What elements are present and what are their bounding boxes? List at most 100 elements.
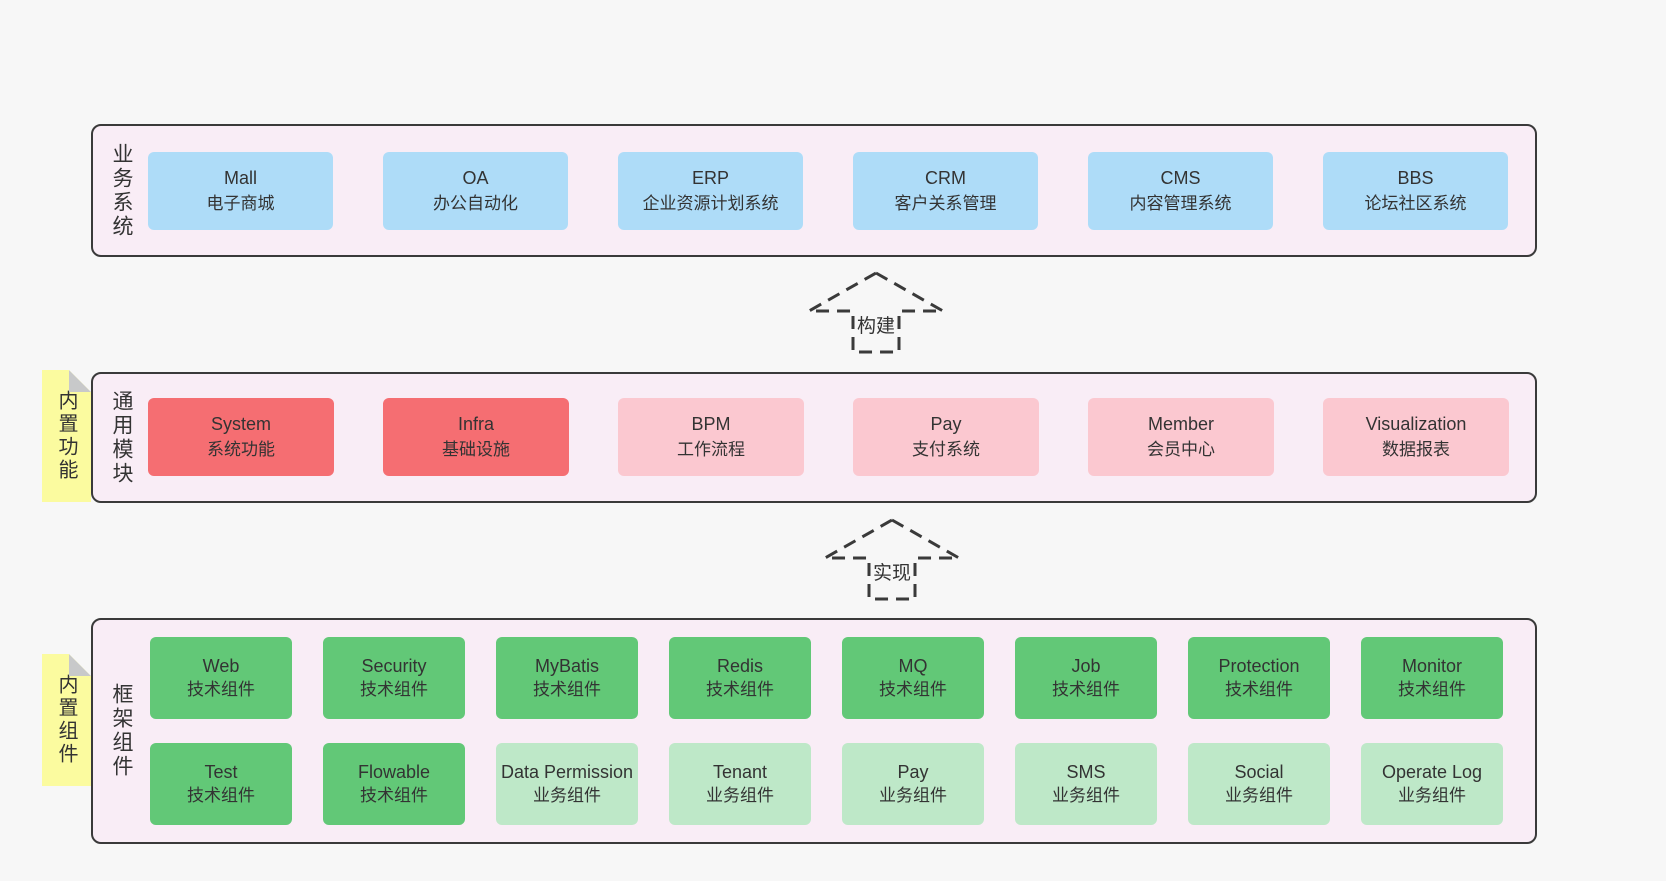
- box-name-en: ERP: [691, 168, 729, 188]
- box-name-en: Pay: [930, 414, 962, 434]
- box-name-zh: 业务组件: [1052, 786, 1120, 805]
- box-row: System 系统功能 Infra 基础设施 BPM 工作流程 Pay 支付系统…: [148, 398, 1509, 476]
- box-name-zh: 办公自动化: [433, 194, 518, 213]
- box-name-zh: 技术组件: [360, 680, 428, 699]
- box-name-en: BBS: [1397, 168, 1434, 188]
- box-job: Job 技术组件: [1015, 637, 1157, 719]
- box-name-en: CRM: [925, 168, 966, 188]
- sticky-tab-built-in-components: 内置组件: [42, 654, 91, 786]
- box-system: System 系统功能: [148, 398, 334, 476]
- box-name-en: Visualization: [1365, 414, 1467, 434]
- box-name-zh: 技术组件: [360, 786, 428, 805]
- box-pay-component: Pay 业务组件: [842, 743, 984, 825]
- box-security: Security 技术组件: [323, 637, 465, 719]
- box-monitor: Monitor 技术组件: [1361, 637, 1503, 719]
- box-name-zh: 技术组件: [187, 786, 255, 805]
- box-name-zh: 工作流程: [677, 440, 745, 459]
- box-name-zh: 内容管理系统: [1129, 194, 1232, 213]
- box-name-en: Flowable: [357, 762, 431, 782]
- box-protection: Protection 技术组件: [1188, 637, 1330, 719]
- box-name-en: System: [210, 414, 271, 434]
- box-name-en: Mall: [223, 168, 257, 188]
- section-business-systems: 业务系统 Mall 电子商城 OA 办公自动化 ERP 企业资源计划系统 CRM…: [91, 124, 1537, 257]
- box-name-en: Monitor: [1401, 656, 1463, 676]
- box-name-zh: 论坛社区系统: [1364, 194, 1467, 213]
- arrow-label-implement: 实现: [873, 562, 911, 584]
- box-oa: OA 办公自动化: [383, 152, 568, 230]
- box-name-zh: 电子商城: [206, 194, 275, 213]
- box-name-zh: 技术组件: [1052, 680, 1120, 699]
- box-cms: CMS 内容管理系统: [1088, 152, 1273, 230]
- box-name-en: Operate Log: [1381, 762, 1483, 782]
- up-arrow-build-icon: 构建: [806, 271, 946, 354]
- box-name-zh: 支付系统: [912, 440, 980, 459]
- box-redis: Redis 技术组件: [669, 637, 811, 719]
- box-name-en: Redis: [716, 656, 764, 676]
- box-visualization: Visualization 数据报表: [1323, 398, 1509, 476]
- box-operate-log: Operate Log 业务组件: [1361, 743, 1503, 825]
- box-name-zh: 业务组件: [706, 786, 774, 805]
- section-label-framework-components: 框架组件: [110, 683, 133, 779]
- box-row: Mall 电子商城 OA 办公自动化 ERP 企业资源计划系统 CRM 客户关系…: [148, 152, 1508, 230]
- box-name-zh: 技术组件: [533, 680, 601, 699]
- box-name-en: Social: [1234, 762, 1284, 782]
- box-name-en: OA: [462, 168, 489, 188]
- box-member: Member 会员中心: [1088, 398, 1274, 476]
- box-name-zh: 基础设施: [442, 440, 510, 459]
- sticky-tab-label: 内置组件: [55, 674, 77, 766]
- folded-corner-icon: [69, 370, 91, 392]
- box-name-zh: 技术组件: [187, 680, 255, 699]
- box-mq: MQ 技术组件: [842, 637, 984, 719]
- box-name-zh: 客户关系管理: [894, 194, 997, 213]
- box-tenant: Tenant 业务组件: [669, 743, 811, 825]
- box-row: Test 技术组件 Flowable 技术组件 Data Permission …: [150, 743, 1503, 825]
- box-name-zh: 技术组件: [1225, 680, 1293, 699]
- box-name-en: Protection: [1218, 656, 1300, 676]
- box-name-en: Test: [204, 762, 238, 782]
- box-name-en: Member: [1147, 414, 1214, 434]
- box-mall: Mall 电子商城: [148, 152, 333, 230]
- box-name-zh: 技术组件: [1398, 680, 1466, 699]
- section-label-common-modules: 通用模块: [110, 389, 133, 486]
- arrow-label-build: 构建: [857, 315, 895, 337]
- box-name-zh: 技术组件: [879, 680, 947, 699]
- box-pay-module: Pay 支付系统: [853, 398, 1039, 476]
- box-flowable: Flowable 技术组件: [323, 743, 465, 825]
- box-name-zh: 技术组件: [706, 680, 774, 699]
- sticky-tab-label: 内置功能: [55, 390, 77, 482]
- box-name-en: Pay: [897, 762, 929, 782]
- box-name-en: Tenant: [712, 762, 768, 782]
- box-bpm: BPM 工作流程: [618, 398, 804, 476]
- box-bbs: BBS 论坛社区系统: [1323, 152, 1508, 230]
- section-label-business-systems: 业务系统: [110, 142, 133, 239]
- box-name-zh: 业务组件: [879, 786, 947, 805]
- box-infra: Infra 基础设施: [383, 398, 569, 476]
- box-name-zh: 业务组件: [533, 786, 601, 805]
- box-name-en: Infra: [457, 414, 495, 434]
- box-name-en: Data Permission: [500, 762, 634, 782]
- box-name-zh: 企业资源计划系统: [642, 194, 779, 213]
- box-name-zh: 会员中心: [1147, 440, 1215, 459]
- box-data-permission: Data Permission 业务组件: [496, 743, 638, 825]
- box-sms: SMS 业务组件: [1015, 743, 1157, 825]
- box-row: Web 技术组件 Security 技术组件 MyBatis 技术组件 Redi…: [150, 637, 1503, 719]
- box-name-zh: 业务组件: [1398, 786, 1466, 805]
- box-name-en: Job: [1071, 656, 1101, 676]
- box-name-en: MyBatis: [534, 656, 599, 676]
- folded-corner-icon: [69, 654, 91, 676]
- box-social: Social 业务组件: [1188, 743, 1330, 825]
- box-name-en: Security: [361, 656, 427, 676]
- box-erp: ERP 企业资源计划系统: [618, 152, 803, 230]
- box-crm: CRM 客户关系管理: [853, 152, 1038, 230]
- box-name-en: BPM: [691, 414, 731, 434]
- up-arrow-implement-icon: 实现: [822, 518, 962, 601]
- box-name-zh: 系统功能: [207, 440, 275, 459]
- sticky-tab-built-in-functions: 内置功能: [42, 370, 91, 502]
- box-name-en: MQ: [898, 656, 928, 676]
- box-web: Web 技术组件: [150, 637, 292, 719]
- box-name-en: Web: [202, 656, 240, 676]
- box-mybatis: MyBatis 技术组件: [496, 637, 638, 719]
- box-name-zh: 数据报表: [1382, 440, 1450, 459]
- box-name-zh: 业务组件: [1225, 786, 1293, 805]
